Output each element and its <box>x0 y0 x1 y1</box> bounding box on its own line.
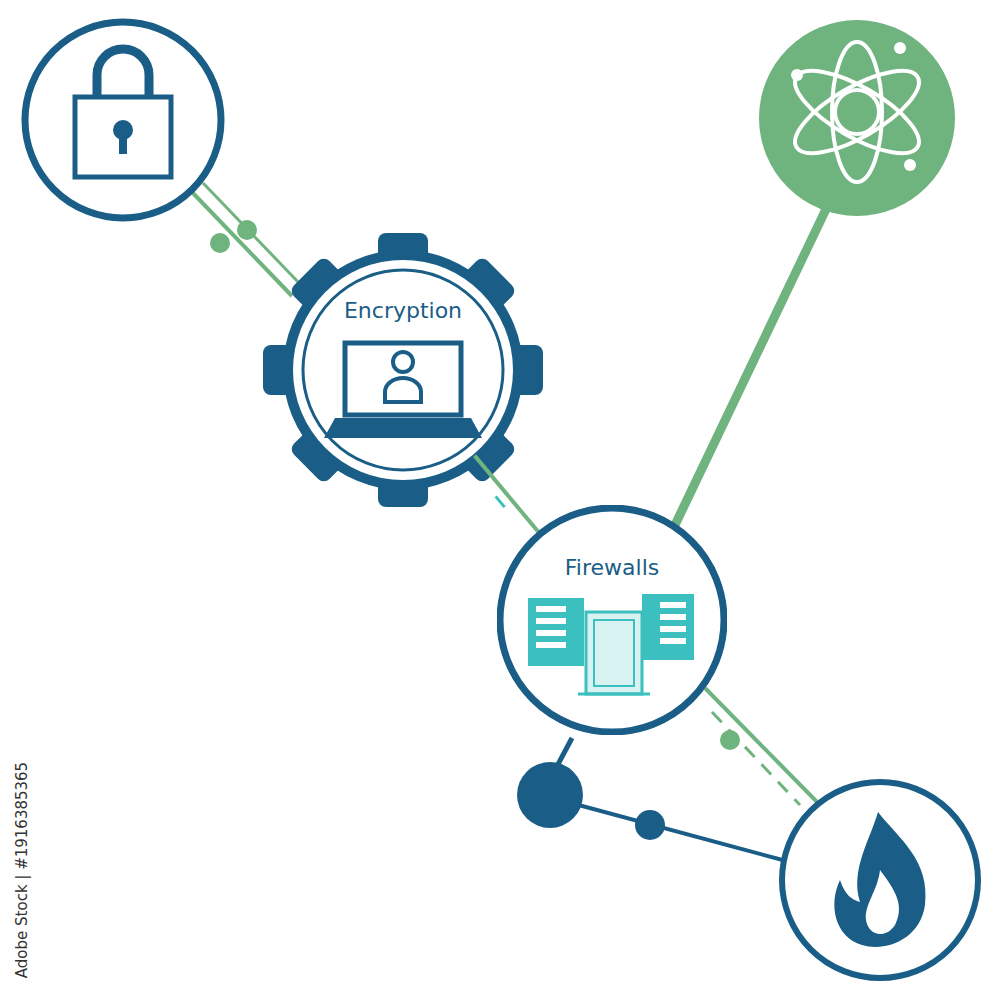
watermark-text: Adobe Stock | #1916385365 <box>13 762 31 978</box>
link-line <box>705 688 820 805</box>
gear-node: Encryption <box>283 250 523 490</box>
atom-symbol <box>784 42 930 182</box>
firewall-node: Firewalls <box>497 505 727 735</box>
keyhole <box>119 132 127 154</box>
circle-outline <box>497 505 727 735</box>
link-dot <box>210 233 230 253</box>
firewall-face <box>499 507 725 733</box>
electron <box>904 159 916 171</box>
flame-icon <box>834 812 925 947</box>
gear <box>263 233 543 507</box>
link-dot <box>237 220 257 240</box>
hub-dot <box>517 762 583 828</box>
link-line <box>712 712 800 805</box>
laptop-base <box>324 418 482 438</box>
node-label: Encryption <box>283 298 523 323</box>
link-line <box>560 800 790 862</box>
atom-circle <box>759 20 955 216</box>
lock-shackle <box>97 49 149 98</box>
person-icon <box>393 352 413 372</box>
link-line <box>190 190 292 296</box>
laptop-screen <box>345 343 461 415</box>
electron <box>791 69 803 81</box>
link-line <box>675 205 828 525</box>
node-label: Firewalls <box>497 555 727 580</box>
electron <box>894 42 906 54</box>
person-icon <box>385 378 421 402</box>
circle-outline <box>283 250 523 490</box>
connector-line <box>475 456 540 534</box>
hub-dot <box>635 810 665 840</box>
flame-circle <box>782 782 978 978</box>
lock-body <box>75 97 171 177</box>
link-dot <box>720 730 740 750</box>
gear-face <box>293 260 513 480</box>
lock-circle <box>25 22 221 218</box>
link-line <box>203 183 300 284</box>
server-icon <box>528 594 694 694</box>
